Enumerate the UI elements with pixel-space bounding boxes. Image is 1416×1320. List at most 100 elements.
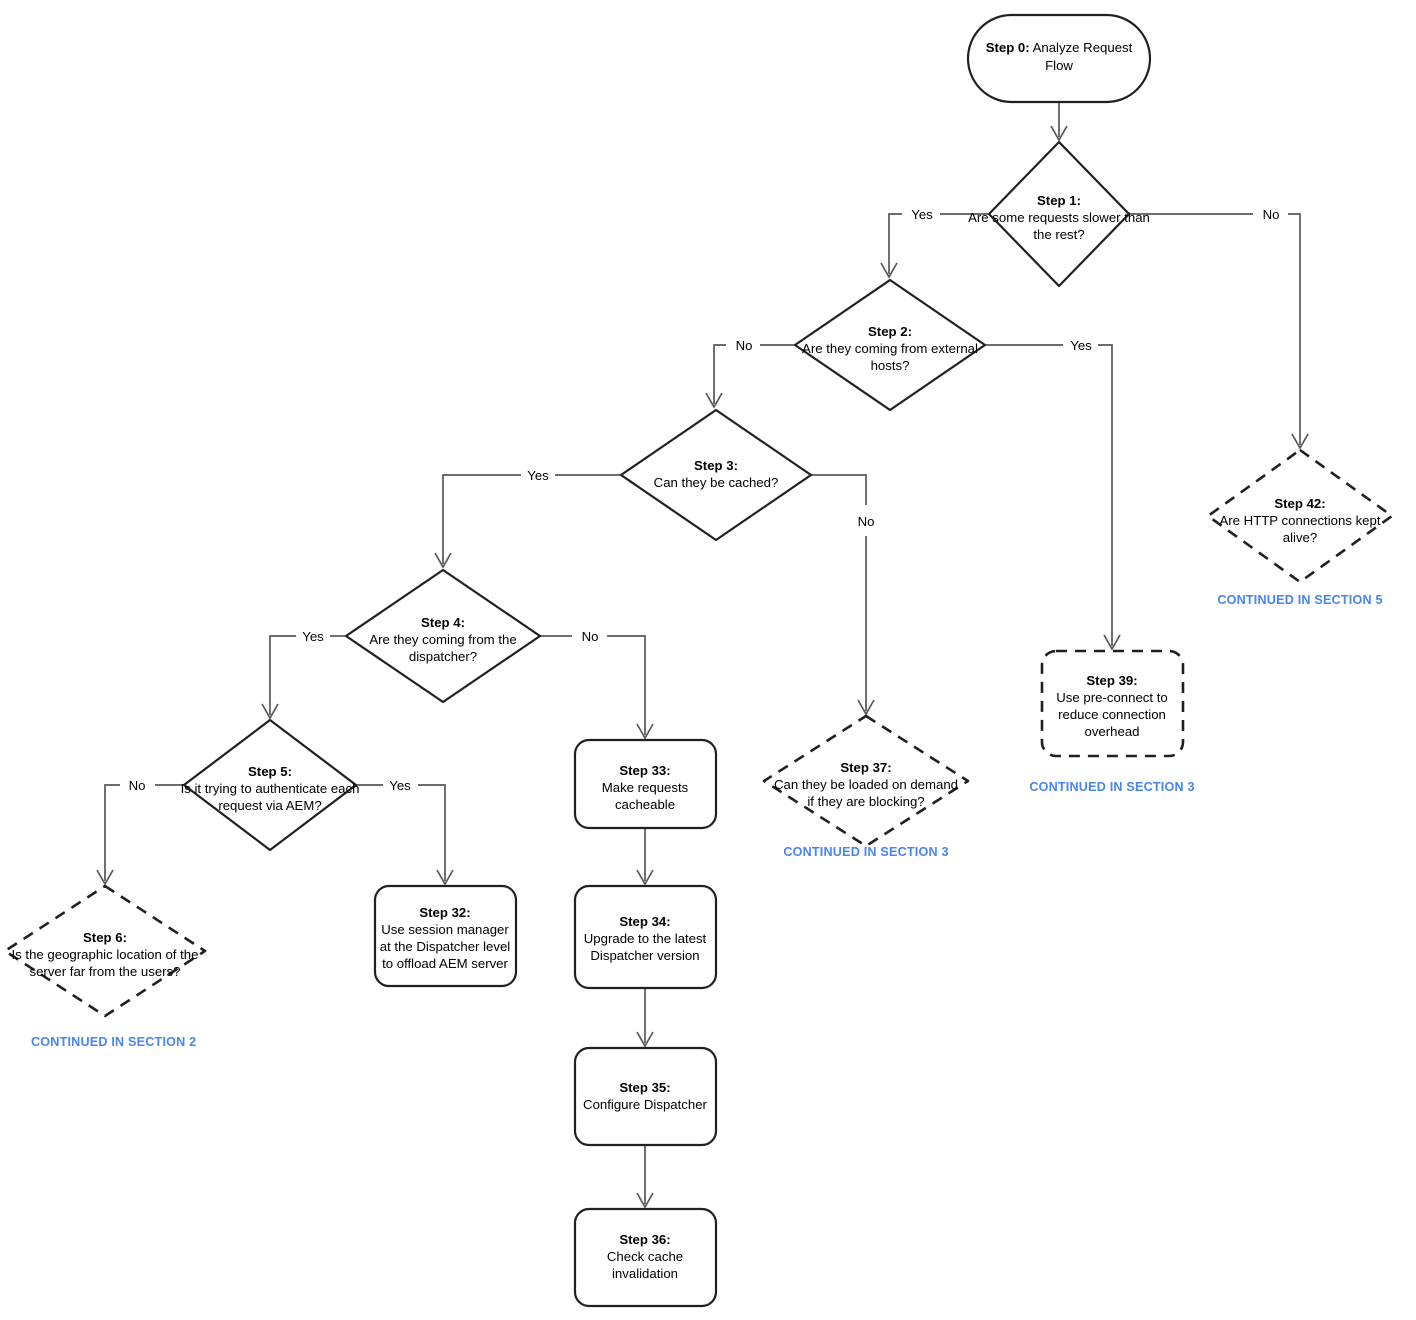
node-step-32[interactable]: Step 32: Use session manager at the Disp…	[373, 884, 518, 988]
node-step-6-step: Step 6:	[83, 930, 127, 945]
node-step-39-line-2-text: overhead	[1085, 724, 1140, 739]
node-step-1-line-1: the rest?	[1033, 227, 1084, 242]
node-step-39-line-2: overhead	[1085, 724, 1140, 739]
node-step-6-step-text: Step 6:	[83, 930, 127, 945]
node-step-42-line-0-text: Are HTTP connections kept	[1219, 513, 1380, 528]
node-step-35[interactable]: Step 35: Configure Dispatcher	[573, 1046, 718, 1147]
node-step-5[interactable]: Step 5: Is it trying to authenticate eac…	[181, 718, 360, 852]
node-step-6[interactable]: Step 6: Is the geographic location of th…	[3, 884, 207, 1018]
node-step-5-line-0-text: Is it trying to authenticate each	[181, 781, 360, 796]
node-step-5-step: Step 5:	[248, 764, 292, 779]
edge-step4-no-to-step33	[540, 635, 654, 740]
edge-label-step3-yes: Yes	[527, 468, 549, 483]
node-step-39-line-0: Use pre-connect to	[1056, 690, 1167, 705]
node-step-3-step: Step 3:	[694, 458, 738, 473]
node-step-33-shape[interactable]	[573, 738, 718, 830]
continuation-label-section-3-a: CONTINUED IN SECTION 3	[783, 845, 948, 859]
node-step-32-step-text: Step 32:	[419, 905, 470, 920]
node-step-34-shape[interactable]	[573, 884, 718, 990]
edge-label-step5-no: No	[129, 778, 146, 793]
edge-label-step4-no: No	[582, 629, 599, 644]
edge-step1-yes-to-step2	[880, 213, 990, 279]
edge-step0-to-step1	[1050, 102, 1068, 142]
node-step-32-line-2: to offload AEM server	[382, 956, 508, 971]
node-step-37-step-text: Step 37:	[840, 760, 891, 775]
node-step-2-line-0: Are they coming from external	[802, 341, 978, 356]
node-step-6-shape[interactable]	[3, 884, 207, 1018]
node-step-34-step: Step 34:	[619, 914, 670, 929]
node-step-42-step: Step 42:	[1274, 496, 1325, 511]
edge-label-step2-yes: Yes	[1070, 338, 1092, 353]
connector-layer	[96, 102, 1309, 1209]
edge-label-step4-yes: Yes	[302, 629, 324, 644]
node-step-0-shape[interactable]	[966, 13, 1152, 104]
node-step-32-line-1-text: at the Dispatcher level	[380, 939, 511, 954]
node-step-36-shape[interactable]	[573, 1207, 718, 1308]
node-step-1-line-0-text: Are some requests slower than	[968, 210, 1150, 225]
node-step-33-line-1-text: cacheable	[615, 797, 675, 812]
node-step-3[interactable]: Step 3: Can they be cached?	[619, 408, 813, 542]
edge-step5-yes-to-step32	[356, 784, 454, 886]
node-step-36[interactable]: Step 36: Check cache invalidation	[573, 1207, 718, 1308]
node-step-1-shape[interactable]	[987, 140, 1131, 288]
node-step-33-step-text: Step 33:	[619, 763, 670, 778]
node-step-36-line-0: Check cache	[607, 1249, 683, 1264]
node-step-39[interactable]: Step 39: Use pre-connect to reduce conne…	[1040, 649, 1185, 758]
edge-label-step1-yes: Yes	[911, 207, 933, 222]
node-step-42-shape[interactable]	[1206, 448, 1394, 584]
node-step-0-line-1: Flow	[1045, 58, 1073, 73]
node-step-39-shape[interactable]	[1040, 649, 1185, 758]
node-step-35-shape[interactable]	[573, 1046, 718, 1147]
node-step-42-line-1-text: alive?	[1283, 530, 1317, 545]
edge-label-step1-no: No	[1263, 207, 1280, 222]
node-step-37-shape[interactable]	[762, 714, 970, 848]
node-step-4-shape[interactable]	[344, 568, 542, 704]
node-step-36-line-0-text: Check cache	[607, 1249, 683, 1264]
node-step-3-step-text: Step 3:	[694, 458, 738, 473]
node-step-35-line-0: Configure Dispatcher	[583, 1097, 707, 1112]
node-step-39-line-1-text: reduce connection	[1058, 707, 1166, 722]
node-step-37[interactable]: Step 37: Can they be loaded on demand if…	[762, 714, 970, 848]
node-step-1-line-1-text: the rest?	[1033, 227, 1084, 242]
node-step-42-step-text: Step 42:	[1274, 496, 1325, 511]
node-step-37-line-0-text: Can they be loaded on demand	[774, 777, 958, 792]
node-step-0-line-0: Analyze Request	[1033, 40, 1133, 55]
node-step-32-line-0-text: Use session manager	[381, 922, 509, 937]
node-step-5-shape[interactable]	[182, 718, 358, 852]
continuation-label-section-5: CONTINUED IN SECTION 5	[1217, 593, 1382, 607]
node-step-42[interactable]: Step 42: Are HTTP connections kept alive…	[1206, 448, 1394, 584]
node-step-39-line-0-text: Use pre-connect to	[1056, 690, 1167, 705]
edge-step2-yes-to-step39	[985, 344, 1121, 651]
node-step-2-shape[interactable]	[793, 278, 987, 412]
node-step-3-shape[interactable]	[619, 408, 813, 542]
node-step-39-step-text: Step 39:	[1086, 673, 1137, 688]
node-step-39-line-1: reduce connection	[1058, 707, 1166, 722]
node-step-4-line-1-text: dispatcher?	[409, 649, 477, 664]
edge-label-step5-yes: Yes	[389, 778, 411, 793]
node-step-2[interactable]: Step 2: Are they coming from external ho…	[793, 278, 987, 412]
node-step-2-step: Step 2:	[868, 324, 912, 339]
node-step-33-line-0-text: Make requests	[602, 780, 689, 795]
edge-step34-to-step35	[636, 988, 654, 1048]
node-step-37-line-1-text: if they are blocking?	[807, 794, 924, 809]
node-step-5-line-0: Is it trying to authenticate each	[181, 781, 360, 796]
edge-label-step2-no: No	[736, 338, 753, 353]
node-step-4[interactable]: Step 4: Are they coming from the dispatc…	[344, 568, 542, 704]
node-step-6-line-1: server far from the users?	[30, 964, 181, 979]
node-step-6-line-0: Is the geographic location of the	[12, 947, 199, 962]
node-step-1[interactable]: Step 1: Are some requests slower than th…	[968, 140, 1150, 288]
node-step-1-line-0: Are some requests slower than	[968, 210, 1150, 225]
node-step-42-line-0: Are HTTP connections kept	[1219, 513, 1380, 528]
node-step-37-line-0: Can they be loaded on demand	[774, 777, 958, 792]
node-step-33[interactable]: Step 33: Make requests cacheable	[573, 738, 718, 830]
node-step-34-line-1: Dispatcher version	[590, 948, 699, 963]
node-step-6-line-0-text: Is the geographic location of the	[12, 947, 199, 962]
node-step-33-line-0: Make requests	[602, 780, 689, 795]
node-step-0[interactable]: Step 0: Analyze Request Flow	[966, 13, 1152, 104]
edge-step5-no-to-step6	[96, 784, 184, 886]
node-step-32-shape[interactable]	[373, 884, 518, 988]
node-step-3-line-0-text: Can they be cached?	[654, 475, 779, 490]
node-step-5-line-1: request via AEM?	[218, 798, 321, 813]
node-step-34[interactable]: Step 34: Upgrade to the latest Dispatche…	[573, 884, 718, 990]
